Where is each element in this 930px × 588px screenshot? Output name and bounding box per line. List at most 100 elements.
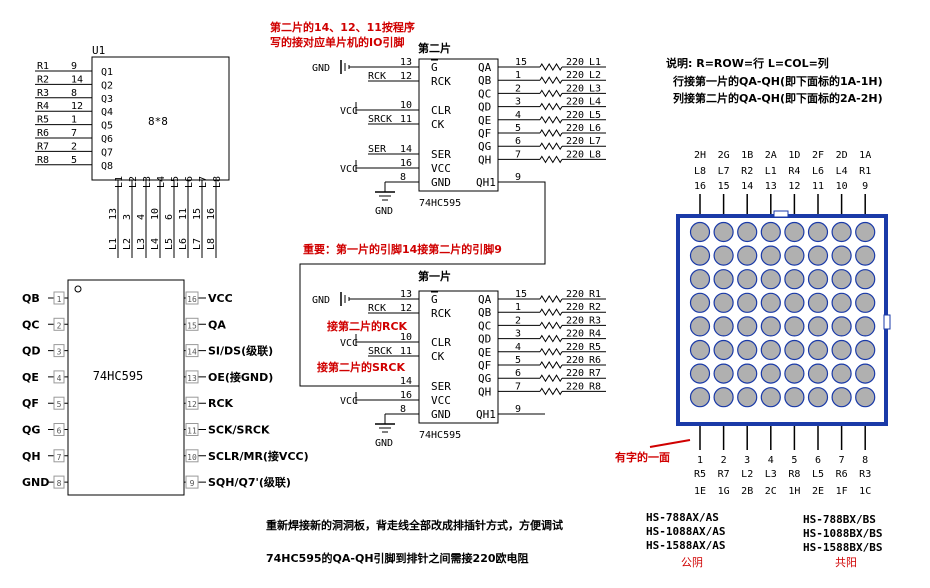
matrix-led bbox=[784, 316, 805, 337]
matrix-top-pinname: L4 bbox=[836, 166, 848, 177]
module-q-label: Q8 bbox=[101, 161, 113, 172]
pinout-right-label: VCC bbox=[208, 292, 233, 305]
chip-right-num: 6 bbox=[515, 136, 521, 147]
matrix-bottom-pinnum: 7 bbox=[839, 455, 845, 466]
resistor-icon bbox=[539, 89, 563, 98]
resistor-icon bbox=[539, 129, 563, 137]
models-cathode-label: 共阳 bbox=[835, 556, 857, 569]
matrix-led bbox=[831, 245, 852, 266]
pinout-left-box bbox=[53, 291, 65, 305]
chip-right-sig: QG bbox=[478, 372, 491, 385]
pinout-right-label: SCK/SRCK bbox=[208, 424, 270, 437]
chip-out-label: L1 bbox=[589, 57, 601, 68]
pinout-left-num: 3 bbox=[57, 348, 62, 357]
chip-out-label: R3 bbox=[589, 315, 601, 326]
matrix-led bbox=[737, 269, 758, 290]
module-q-label: Q5 bbox=[101, 121, 113, 132]
module-col-pin: 3 bbox=[122, 214, 133, 220]
module-col-pin: 11 bbox=[178, 208, 189, 220]
chip-left-sig: VCC bbox=[431, 394, 451, 407]
chip-qh1-num: 9 bbox=[515, 172, 521, 183]
pinout-left-box bbox=[53, 317, 65, 331]
matrix-led bbox=[784, 387, 805, 408]
module-col-label: L7 bbox=[198, 176, 209, 188]
resistor-value: 220 bbox=[566, 57, 584, 68]
matrix-bottom-pinnum: 6 bbox=[815, 455, 821, 466]
pinout-right-num: 9 bbox=[190, 479, 195, 488]
matrix-led bbox=[855, 221, 876, 243]
matrix-top-pinnum: 11 bbox=[812, 181, 824, 192]
ground-icon bbox=[375, 423, 395, 433]
chip-right-sig: QF bbox=[478, 127, 491, 140]
matrix-led bbox=[737, 363, 758, 384]
matrix-led bbox=[831, 387, 852, 408]
module-row-label: R8 bbox=[37, 155, 49, 166]
model-anode-3: HS-1588AX/AS bbox=[646, 539, 726, 552]
matrix-led bbox=[713, 316, 734, 337]
matrix-led bbox=[713, 221, 734, 243]
chip-right-sig: QB bbox=[478, 306, 492, 319]
chip-left-sig: GND bbox=[431, 176, 451, 189]
pinout-body bbox=[67, 279, 185, 496]
matrix-top-pinnum: 12 bbox=[788, 181, 800, 192]
matrix-led bbox=[784, 363, 805, 384]
chip-body bbox=[418, 58, 499, 192]
module-col-label: L2 bbox=[128, 176, 139, 188]
module-col-wire-label: L5 bbox=[164, 238, 175, 250]
matrix-led bbox=[760, 221, 781, 243]
pinout-left-num: 1 bbox=[57, 295, 62, 304]
chip-left-sig: GND bbox=[431, 408, 451, 421]
matrix-top-pinname: R1 bbox=[859, 166, 871, 177]
resistor-icon bbox=[539, 321, 563, 330]
module-col-wire-label: L7 bbox=[192, 238, 203, 250]
matrix-top-map: 2F bbox=[812, 150, 824, 161]
matrix-led bbox=[807, 245, 829, 266]
ground-icon bbox=[375, 191, 395, 201]
model-cathode-1: HS-788BX/BS bbox=[803, 513, 876, 526]
chip-right-sig: QF bbox=[478, 359, 491, 372]
resistor-value: 220 bbox=[566, 97, 584, 108]
matrix-bottom-pinname: L2 bbox=[741, 469, 753, 480]
matrix-frame bbox=[676, 214, 888, 426]
matrix-led bbox=[807, 269, 829, 290]
matrix-top-pinname: L1 bbox=[765, 166, 777, 177]
matrix-bottom-pinname: L3 bbox=[765, 469, 777, 480]
marker-arrow bbox=[649, 439, 691, 448]
chip-net-label: RCK bbox=[368, 303, 386, 314]
chip-part: 74HC595 bbox=[419, 198, 461, 209]
pinout-right-num: 13 bbox=[187, 374, 197, 383]
matrix-led bbox=[855, 269, 876, 290]
pinout-left-box bbox=[53, 423, 65, 436]
chip-gnd-label: GND bbox=[375, 206, 393, 217]
matrix-top-pinname: L6 bbox=[812, 166, 824, 177]
chip-left-sig: CK bbox=[431, 350, 445, 363]
matrix-led bbox=[855, 387, 876, 408]
legend-line3: 列接第二片的QA-QH(即下面标的2A-2H) bbox=[673, 92, 883, 105]
chip-right-sig: QH bbox=[478, 153, 491, 166]
legend-line1: 说明: R=ROW=行 L=COL=列 bbox=[666, 57, 829, 70]
note-connect-rck: 接第二片的RCK bbox=[327, 320, 408, 333]
module-q-label: Q4 bbox=[101, 107, 113, 118]
pinout-left-num: 8 bbox=[57, 479, 62, 488]
chip-out-label: L4 bbox=[589, 97, 601, 108]
module-col-pin: 6 bbox=[164, 214, 175, 220]
matrix-led bbox=[784, 339, 805, 361]
resistor-value: 220 bbox=[566, 302, 584, 313]
chip-out-label: L5 bbox=[589, 110, 601, 121]
module-q-label: Q7 bbox=[101, 147, 113, 158]
pinout-right-label: SQH/Q7'(级联) bbox=[208, 475, 291, 489]
matrix-bottom-pinname: R3 bbox=[859, 469, 871, 480]
pinout-right-box bbox=[185, 317, 199, 331]
pinout-right-num: 11 bbox=[187, 427, 197, 436]
legend-line2: 行接第一片的QA-QH(即下面标的1A-1H) bbox=[673, 75, 883, 88]
module-col-pin: 16 bbox=[206, 208, 217, 220]
matrix-led bbox=[737, 292, 758, 313]
resistor-value: 220 bbox=[566, 136, 584, 147]
pinout-right-label: OE(接GND) bbox=[208, 370, 273, 384]
model-anode-1: HS-788AX/AS bbox=[646, 511, 719, 524]
matrix-top-map: 2G bbox=[718, 150, 730, 161]
chip-out-label: R7 bbox=[589, 368, 601, 379]
module-col-label: L1 bbox=[114, 176, 125, 188]
resistor-icon bbox=[539, 76, 563, 85]
